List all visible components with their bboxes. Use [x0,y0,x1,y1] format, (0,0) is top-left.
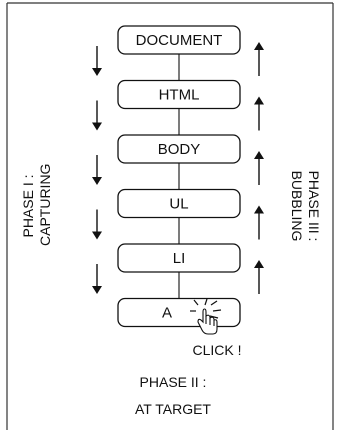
up-arrow-icon [254,42,264,76]
node-label: DOCUMENT [136,32,223,49]
node-box [117,243,241,273]
capturing-arrows [92,46,102,294]
dom-node-chain: DOCUMENT HTML BODY UL LI A [117,25,241,328]
node-box [117,297,241,328]
node-box [117,25,241,55]
node-box [117,188,241,219]
node-label: LI [173,250,186,267]
dom-node-html: HTML [117,79,241,110]
dom-node-ul: UL [117,188,241,219]
node-label: HTML [159,87,200,104]
dom-node-document: DOCUMENT [117,25,241,55]
bubbling-arrows [254,42,264,294]
down-arrow-icon [92,209,102,240]
down-arrow-icon [92,155,102,185]
phase-target-line-1: PHASE II : [139,374,207,390]
phase-bubbling-label: PHASE III : BUBBLING [288,166,322,246]
phase-target-line-2: AT TARGET [135,401,211,417]
up-arrow-icon [254,205,264,240]
click-label: CLICK ! [192,342,242,358]
up-arrow-icon [254,260,264,294]
down-arrow-icon [92,264,102,294]
phase-bubbling-line-1: PHASE III : [306,170,322,242]
node-label: UL [169,196,188,213]
node-box [117,79,241,110]
node-label: BODY [158,141,201,158]
dom-node-a: A [117,297,241,328]
down-arrow-icon [92,46,102,76]
down-arrow-icon [92,100,102,131]
node-box [117,134,241,164]
dom-node-li: LI [117,243,241,273]
up-arrow-icon [254,151,264,185]
phase-target-label: PHASE II : AT TARGET [128,374,218,418]
phase-capturing-line-2: CAPTURING [37,163,53,246]
phase-bubbling-line-2: BUBBLING [289,170,305,242]
up-arrow-icon [254,96,264,131]
hand-cursor-icon [197,308,218,335]
dom-node-body: BODY [117,134,241,164]
phase-capturing-line-1: PHASE I : [20,174,36,238]
node-label: A [162,305,172,322]
phase-capturing-label: PHASE I : CAPTURING [20,163,54,246]
click-burst-icon [190,298,222,319]
